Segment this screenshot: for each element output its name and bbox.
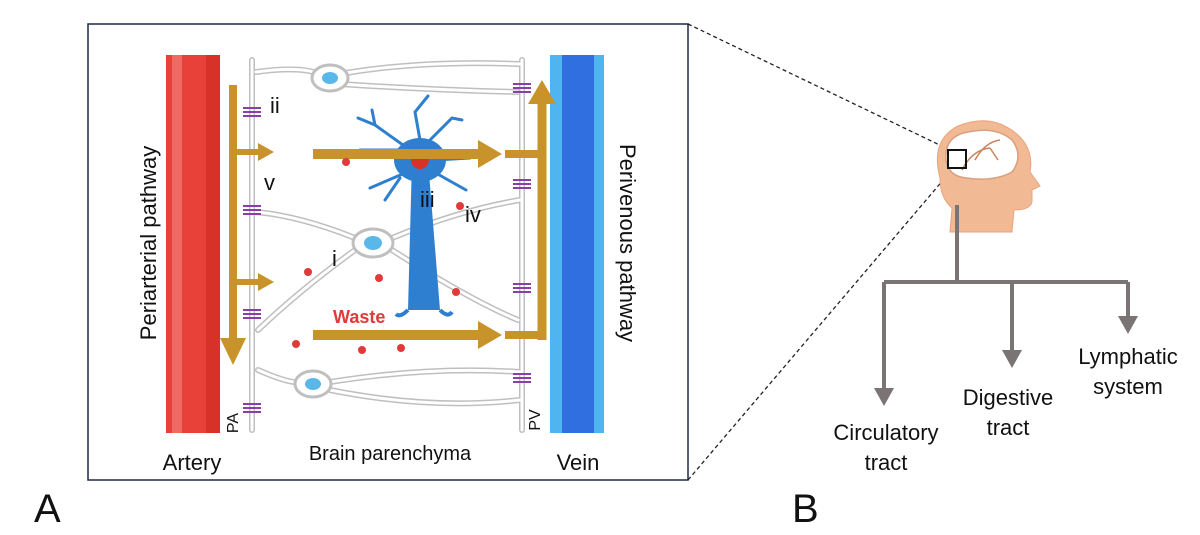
junction-pa-1 xyxy=(243,107,261,117)
pa-label: PA xyxy=(225,413,242,433)
junction-pv-1 xyxy=(513,83,531,93)
label-ii: ii xyxy=(270,93,280,118)
astrocyte-cell-bottom xyxy=(293,369,333,399)
astrocyte-cell-middle xyxy=(351,227,395,259)
astrocyte-cell-top xyxy=(310,63,350,93)
tight-junctions xyxy=(243,83,531,413)
pv-label: PV xyxy=(527,409,544,431)
perivenous-pathway-label: Perivenous pathway xyxy=(615,144,640,342)
brain-icon xyxy=(945,129,1019,180)
brain-vessels-icon xyxy=(961,139,1001,171)
label-iii: iii xyxy=(420,187,435,212)
junction-pa-3 xyxy=(243,309,261,319)
vein-label: Vein xyxy=(557,450,600,475)
junction-pa-4 xyxy=(243,403,261,413)
label-v: v xyxy=(264,170,275,195)
junction-pv-2 xyxy=(513,179,531,189)
waste-particles xyxy=(292,158,464,354)
arrowhead-circulatory xyxy=(874,388,894,406)
junction-pa-2 xyxy=(243,205,261,215)
panel-a: ii v i iii iv Waste Periarterial pathway… xyxy=(34,23,689,531)
flow-arrows xyxy=(220,80,556,365)
circulatory-tract-label-line2: tract xyxy=(865,450,908,475)
panel-b: Circulatory tract Digestive tract Lympha… xyxy=(792,120,1178,531)
digestive-tract-label-line2: tract xyxy=(987,415,1030,440)
label-iv: iv xyxy=(465,202,481,227)
label-i: i xyxy=(332,246,337,271)
brain-parenchyma-label: Brain parenchyma xyxy=(309,443,472,465)
drainage-arrowheads xyxy=(874,316,1138,406)
artery-vessel xyxy=(166,55,220,433)
digestive-tract-label-line1: Digestive xyxy=(963,385,1053,410)
panel-b-letter: B xyxy=(792,487,819,531)
arrowhead-lymphatic xyxy=(1118,316,1138,334)
lymphatic-system-label-line2: system xyxy=(1093,374,1163,399)
astrocyte-processes-inner xyxy=(250,58,524,432)
junction-pv-3 xyxy=(513,283,531,293)
zoom-box-icon xyxy=(947,149,967,169)
circulatory-tract-label-line1: Circulatory xyxy=(833,420,938,445)
junction-pv-4 xyxy=(513,373,531,383)
lymphatic-system-label-line1: Lymphatic xyxy=(1078,344,1177,369)
artery-label: Artery xyxy=(163,450,222,475)
waste-label: Waste xyxy=(333,307,385,327)
zoom-connector-lines xyxy=(687,23,951,481)
panel-a-letter: A xyxy=(34,487,61,531)
arrowhead-digestive xyxy=(1002,350,1022,368)
vein-vessel xyxy=(550,55,604,433)
drainage-tree xyxy=(882,205,1130,390)
periarterial-pathway-label: Periarterial pathway xyxy=(136,146,161,340)
